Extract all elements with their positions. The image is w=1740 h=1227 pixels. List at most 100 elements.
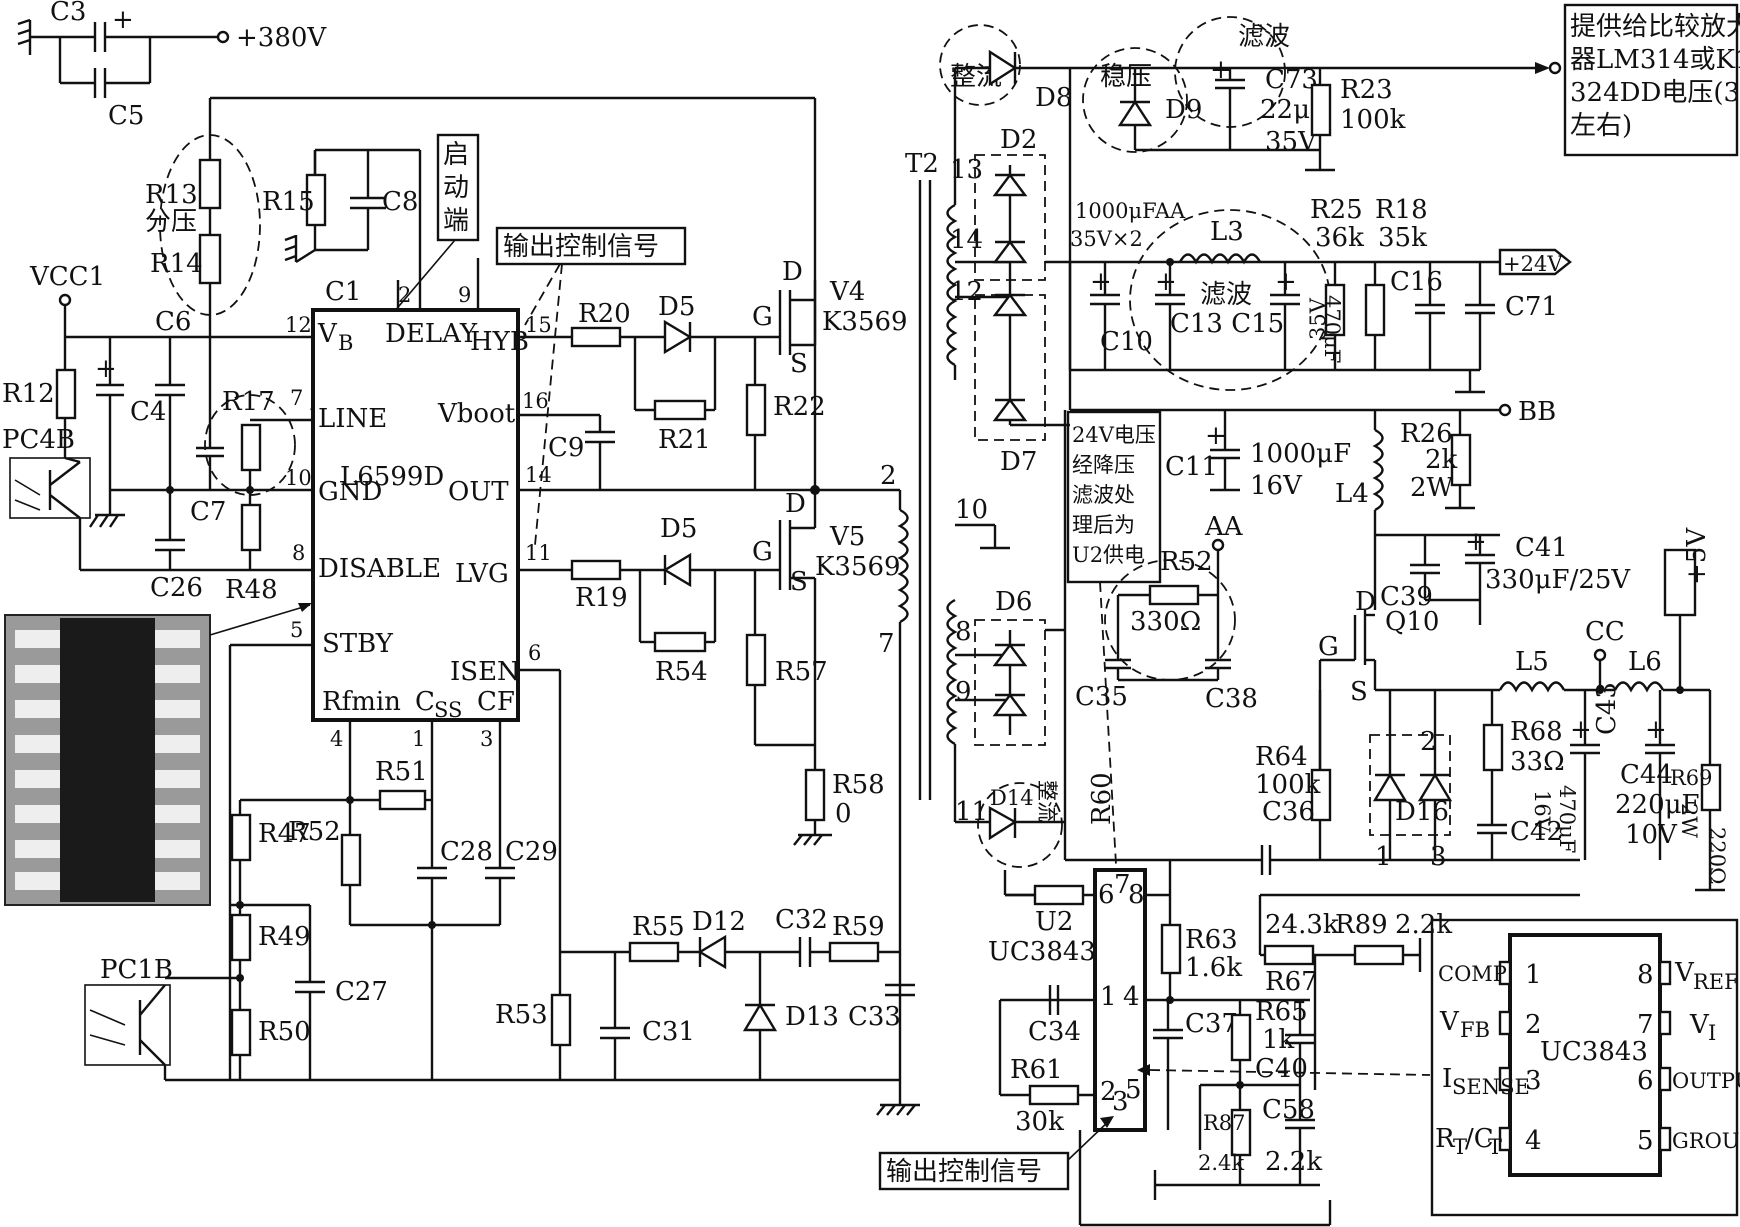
label-output-control-bottom: 输出控制信号 (886, 1157, 1042, 1187)
label-pc4b: PC4B (2, 425, 75, 455)
pinout-rtct: R (1435, 1124, 1456, 1154)
label-c10-cap: 1000μFAA (1075, 199, 1186, 223)
resistor-r47 (230, 813, 252, 862)
label-q10: Q10 (1385, 607, 1439, 637)
label-r23-value: 100k (1340, 105, 1406, 135)
connector-24v (1498, 248, 1572, 276)
output-24v-section: 1000μFAA 35V×2 R25 R18 36k 35k + C10 + L… (1068, 195, 1572, 394)
pinout-ct-sub: T (1488, 1135, 1502, 1159)
label-wenya: 稳压 (1100, 62, 1152, 92)
label-r89: R89 (1335, 910, 1388, 940)
label-c1: C1 (325, 277, 361, 307)
label-c33: C33 (848, 1002, 901, 1032)
label-u2-pin2: 2 (1100, 1077, 1117, 1107)
pin-disable: DISABLE (318, 554, 441, 584)
label-zhengliu-bottom: 整流 (1035, 780, 1059, 822)
pinout-vi-sub: I (1708, 1021, 1716, 1045)
label-r55: R55 (632, 912, 685, 942)
r15-c8: R15 C8 (262, 148, 422, 310)
output-control-note-top: 输出控制信号 (495, 226, 687, 546)
q10-section: C39 + C41 330μF/25V D Q10 G S R64 100k C… (1065, 527, 1631, 875)
pin-15: 15 (525, 313, 552, 337)
pinout-vfb: V (1439, 1007, 1460, 1037)
label-qi: 启 (443, 140, 469, 170)
label-r330: 330Ω (1130, 607, 1201, 637)
label-d16: D16 (1395, 797, 1449, 827)
label-t2-12: 12 (950, 277, 983, 307)
label-r17: R17 (222, 387, 275, 417)
label-r51: R51 (375, 757, 428, 787)
resistor-r12 (55, 368, 77, 420)
pinout-isense-sub: SENSE (1452, 1075, 1530, 1099)
label-c73-plus: + (1210, 55, 1232, 85)
label-d14: D14 (990, 786, 1034, 810)
pinout-ct: /C (1465, 1124, 1494, 1154)
note-24v: 24V电压 经降压 滤波处 理后为 U2供电 (1066, 410, 1162, 912)
label-r89-value: 2.2k (1395, 910, 1452, 940)
label-r64-value: 100k (1255, 770, 1321, 800)
label-bb: BB (1518, 397, 1556, 427)
pin-stby: STBY (322, 629, 394, 659)
label-c4: C4 (130, 397, 166, 427)
pinout-rt-sub: T (1453, 1135, 1467, 1159)
label-r25: R25 (1310, 195, 1363, 225)
ic-photo (4, 603, 312, 906)
label-r54: R54 (655, 657, 708, 687)
resistor-r63 (1160, 923, 1182, 975)
label-r15: R15 (262, 187, 315, 217)
pin-line: LINE (318, 404, 387, 434)
label-r58-value: 0 (835, 799, 852, 829)
input-filter-section: +380V C3 + C5 (17, 0, 817, 490)
pin-vb-sub: B (338, 331, 353, 355)
label-dong: 动 (443, 173, 469, 203)
label-note-2: 经降压 (1072, 453, 1135, 477)
pin-lvg: LVG (455, 559, 509, 589)
label-c41-value: 330μF/25V (1485, 565, 1631, 595)
label-r18-value: 35k (1378, 223, 1427, 253)
output-5v-section: L5 CC L6 +5V + C43 470μF 16V + C44 220μF… (1498, 527, 1729, 892)
label-r64: R64 (1255, 742, 1308, 772)
label-pc1b: PC1B (100, 955, 173, 985)
resistor-r55 (628, 941, 680, 963)
label-v5-g: G (752, 537, 773, 567)
pinout-pin8: 8 (1637, 960, 1654, 990)
label-c11-rating: 16V (1250, 471, 1303, 501)
label-c36: C36 (1262, 797, 1315, 827)
resistor-r67 (1263, 944, 1315, 966)
label-r63-value: 1.6k (1185, 953, 1242, 983)
label-v5-s: S (790, 567, 808, 597)
label-r13: R13 (145, 180, 198, 210)
feedback-network: 24.3k R89 2.2k R67 (1258, 895, 1452, 1090)
pin-12: 12 (285, 313, 312, 337)
label-c11-value: 1000μF (1250, 439, 1351, 469)
label-r52b: R52 (1160, 547, 1213, 577)
pin-hyb: HYB (470, 327, 529, 357)
lower-left-network: R51 R47 R49 R50 C27 PC1B R52 (84, 643, 900, 1082)
label-v4-g: G (752, 302, 773, 332)
label-plus: + (112, 5, 134, 35)
label-cc: CC (1585, 617, 1625, 647)
ic1-name: L6599D (340, 462, 444, 492)
label-vcc1: VCC1 (29, 262, 105, 292)
label-supply-3: 324DD电压(30V (1570, 78, 1740, 108)
label-supply-1: 提供给比较放大 (1570, 12, 1740, 42)
label-r49: R49 (258, 922, 311, 952)
label-c41: C41 (1515, 533, 1568, 563)
start-terminal-note: 启 动 端 (310, 133, 480, 410)
left-aux-section: VCC1 R12 PC4B + C4 C6 C26 (2, 262, 313, 605)
pinout-isense: I (1442, 1064, 1452, 1094)
supply-note: 提供给比较放大 器LM314或K1A 324DD电压(30V 左右) (1563, 3, 1740, 157)
rectifier-d6: D6 AA R52 330Ω C35 C38 (955, 410, 1258, 860)
label-q10-s: S (1350, 677, 1368, 707)
label-l3: L3 (1210, 217, 1244, 247)
label-d7: D7 (1000, 447, 1037, 477)
label-r50: R50 (258, 1017, 311, 1047)
label-r68-value: 33Ω (1510, 747, 1565, 777)
label-c10: C10 (1100, 327, 1153, 357)
high-side-driver: R20 D5 R21 R22 G D S V4 K3569 (518, 257, 908, 490)
pin-8: 8 (292, 541, 305, 565)
resistor-r65 (1230, 1013, 1252, 1062)
label-r87-value: 2.4k (1198, 1151, 1244, 1175)
pinout-comp: COMP (1438, 962, 1507, 986)
